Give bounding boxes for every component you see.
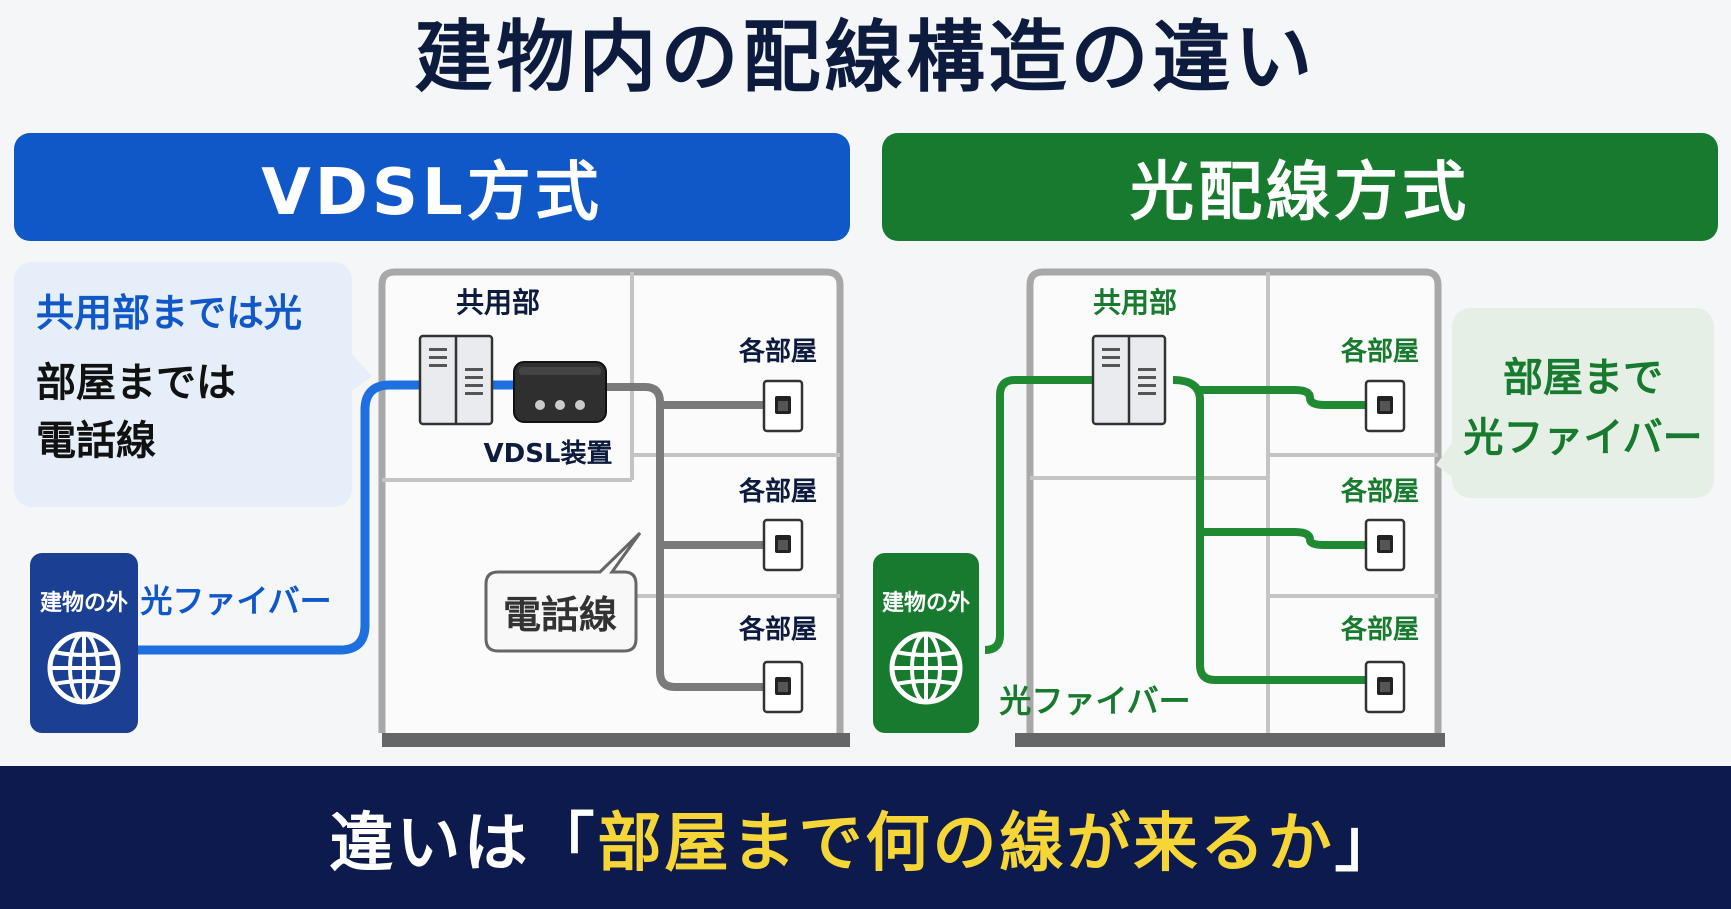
bottom-banner: 違いは「部屋まで何の線が来るか」 (0, 766, 1731, 909)
vdsl-shared-label: 共用部 (456, 286, 540, 319)
vdsl-room1-label: 各部屋 (738, 336, 817, 367)
optical-room2-label: 各部屋 (1340, 476, 1419, 507)
optical-callout-line1: 部屋まで (1503, 355, 1663, 401)
bottom-highlight: 部屋まで何の線が来るか (597, 806, 1335, 881)
optical-banner: 光配線方式 (882, 133, 1718, 241)
optical-shared-label: 共用部 (1093, 286, 1177, 319)
vdsl-room3-outlet-icon (762, 660, 804, 714)
optical-server-icon (1091, 334, 1167, 426)
optical-fiber-branch-1 (1200, 386, 1375, 409)
vdsl-room2-label: 各部屋 (738, 476, 817, 507)
vdsl-callout-tail (350, 352, 372, 392)
optical-fiber-branch-2 (1200, 528, 1375, 549)
vdsl-router-icon (513, 361, 607, 423)
vdsl-callout-line3: 電話線 (36, 418, 156, 464)
vdsl-fiber-label: 光ファイバー (140, 582, 331, 620)
optical-room3-outlet-icon (1364, 660, 1406, 714)
vdsl-phone-trunk (604, 383, 765, 691)
vdsl-phone-line-label: 電話線 (503, 593, 617, 637)
vdsl-device-label: VDSL装置 (484, 439, 613, 469)
vdsl-fiber-line (128, 380, 420, 655)
vdsl-room2-outlet-icon (762, 518, 804, 572)
vdsl-callout: 共用部までは光 部屋までは 電話線 (14, 262, 352, 507)
optical-room2-outlet-icon (1364, 518, 1406, 572)
vdsl-outside-label: 建物の外 (40, 590, 128, 616)
page-title: 建物内の配線構造の違い (414, 13, 1317, 103)
optical-callout-body: 部屋まで 光ファイバー (1452, 348, 1714, 468)
optical-callout: 部屋まで 光ファイバー (1452, 308, 1714, 498)
optical-callout-tail (1436, 440, 1454, 478)
bottom-suffix: 」 (1334, 806, 1402, 881)
bottom-prefix: 違いは「 (329, 806, 598, 881)
vdsl-banner: VDSL方式 (14, 133, 850, 241)
vdsl-callout-body: 部屋までは 電話線 (36, 354, 236, 470)
vdsl-room3-label: 各部屋 (738, 614, 817, 645)
wiring-diagram: 共用部 VDSL装置 各部屋 各部屋 各部屋 電話線 建物の外 光ファイバー 共… (30, 268, 1454, 747)
optical-callout-line2: 光ファイバー (1463, 415, 1703, 461)
vdsl-room1-outlet-icon (762, 379, 804, 433)
optical-room3-label: 各部屋 (1340, 614, 1419, 645)
optical-outside-label: 建物の外 (882, 590, 970, 616)
vdsl-callout-line1: 共用部までは光 (36, 291, 303, 335)
vdsl-globe-icon (50, 634, 118, 702)
vdsl-server-icon (418, 334, 494, 426)
optical-fiber-label: 光ファイバー (999, 682, 1190, 720)
optical-globe-icon (892, 634, 960, 702)
optical-room1-label: 各部屋 (1340, 336, 1419, 367)
vdsl-callout-line2: 部屋までは (36, 360, 236, 406)
vdsl-phone-line-callout (484, 531, 642, 653)
optical-room1-outlet-icon (1364, 379, 1406, 433)
optical-fiber-line (984, 376, 1100, 654)
optical-fiber-trunk (1172, 376, 1375, 684)
